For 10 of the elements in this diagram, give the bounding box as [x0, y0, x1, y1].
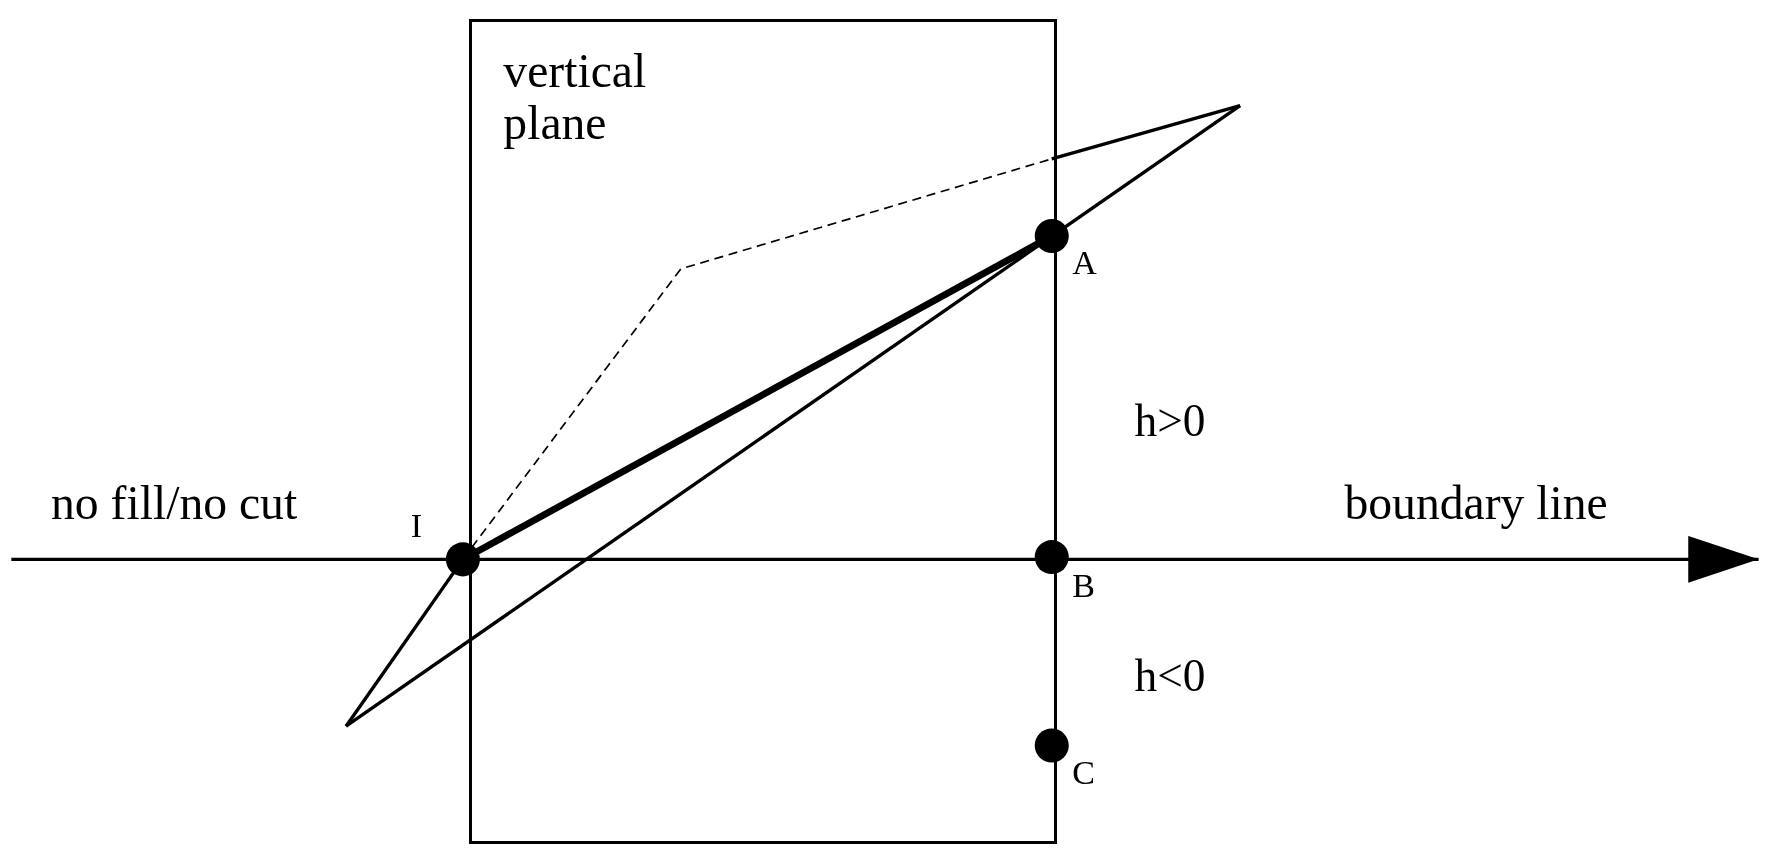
line-label: boundary line [1344, 476, 1608, 529]
point-label: A [1072, 243, 1097, 282]
point-label: B [1072, 567, 1095, 605]
region-label: no fill/no cut [51, 476, 298, 529]
plane-label: vertical plane [503, 44, 648, 150]
point-label: C [1072, 754, 1095, 792]
region-label: h>0 [1134, 397, 1206, 447]
plane-rectangle [468, 19, 1058, 845]
point-label: I [410, 507, 423, 545]
region-label: h<0 [1134, 652, 1206, 703]
